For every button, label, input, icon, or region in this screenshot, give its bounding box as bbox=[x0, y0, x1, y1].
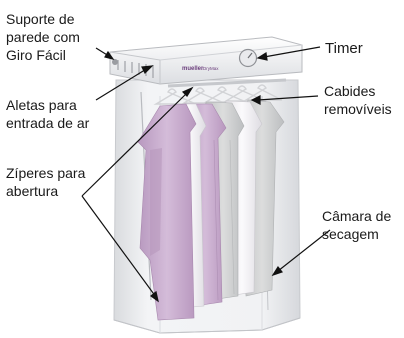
leader-aletas bbox=[95, 67, 149, 101]
label-drying-chamber: Câmara de secagem bbox=[322, 208, 392, 242]
wall-bracket-icon bbox=[112, 59, 118, 65]
label-wall-bracket: Suporte de parede com Giro Fácil bbox=[6, 11, 80, 63]
garments bbox=[137, 99, 285, 321]
leader-timer bbox=[263, 46, 321, 58]
leader-ziper-bottom bbox=[81, 195, 157, 298]
leader-cabides bbox=[257, 95, 319, 101]
leader-ziper-top bbox=[81, 91, 189, 197]
hangers bbox=[153, 84, 283, 105]
brand-model: DryMax bbox=[203, 66, 219, 71]
brand-logo: mueller bbox=[182, 66, 204, 72]
label-zippers: Zíperes para abertura bbox=[6, 165, 86, 199]
label-air-vents: Aletas para entrada de ar bbox=[6, 97, 90, 131]
label-removable-hangers: Cabides removíveis bbox=[324, 83, 392, 117]
callout-lines bbox=[81, 46, 331, 303]
leader-camara bbox=[277, 229, 331, 272]
top-unit bbox=[109, 36, 303, 88]
label-timer: Timer bbox=[325, 40, 363, 57]
